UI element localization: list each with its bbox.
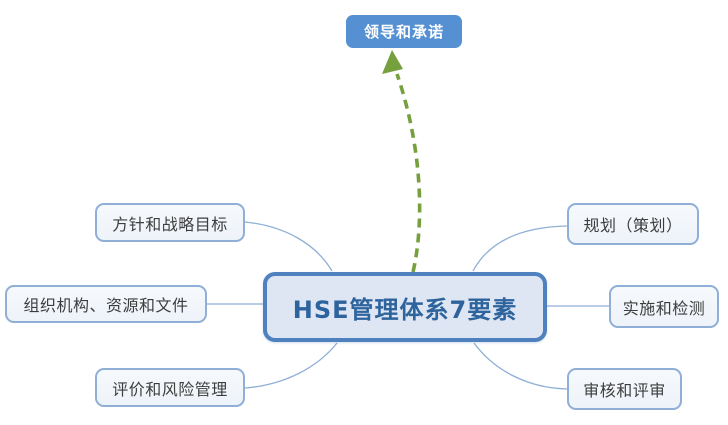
node-label: 组织机构、资源和文件 bbox=[23, 296, 189, 315]
node-organization-resources-documents[interactable]: 组织机构、资源和文件 bbox=[5, 285, 207, 323]
arrow-head-icon bbox=[382, 50, 403, 74]
node-label: 领导和承诺 bbox=[363, 23, 444, 41]
node-audit-review[interactable]: 审核和评审 bbox=[567, 368, 682, 410]
dashed-arrow-leadership bbox=[395, 73, 422, 273]
node-label: 规划（策划） bbox=[583, 216, 683, 235]
node-evaluation-risk-management[interactable]: 评价和风险管理 bbox=[95, 368, 245, 407]
node-label: HSE管理体系7要素 bbox=[292, 295, 518, 324]
connector-evaluation bbox=[244, 342, 338, 389]
connector-policy bbox=[244, 221, 333, 272]
node-policy-strategic-goals[interactable]: 方针和战略目标 bbox=[95, 203, 245, 242]
node-label: 方针和战略目标 bbox=[112, 214, 228, 234]
node-leadership-and-commitment[interactable]: 领导和承诺 bbox=[346, 15, 462, 48]
node-implementation-monitoring[interactable]: 实施和检测 bbox=[609, 285, 719, 328]
connector-planning bbox=[472, 225, 568, 272]
connector-audit bbox=[473, 342, 568, 390]
node-planning[interactable]: 规划（策划） bbox=[567, 203, 699, 245]
node-hse-system-center[interactable]: HSE管理体系7要素 bbox=[263, 272, 547, 342]
node-label: 审核和评审 bbox=[583, 381, 666, 400]
node-label: 实施和检测 bbox=[622, 298, 706, 318]
node-label: 评价和风险管理 bbox=[112, 379, 228, 399]
